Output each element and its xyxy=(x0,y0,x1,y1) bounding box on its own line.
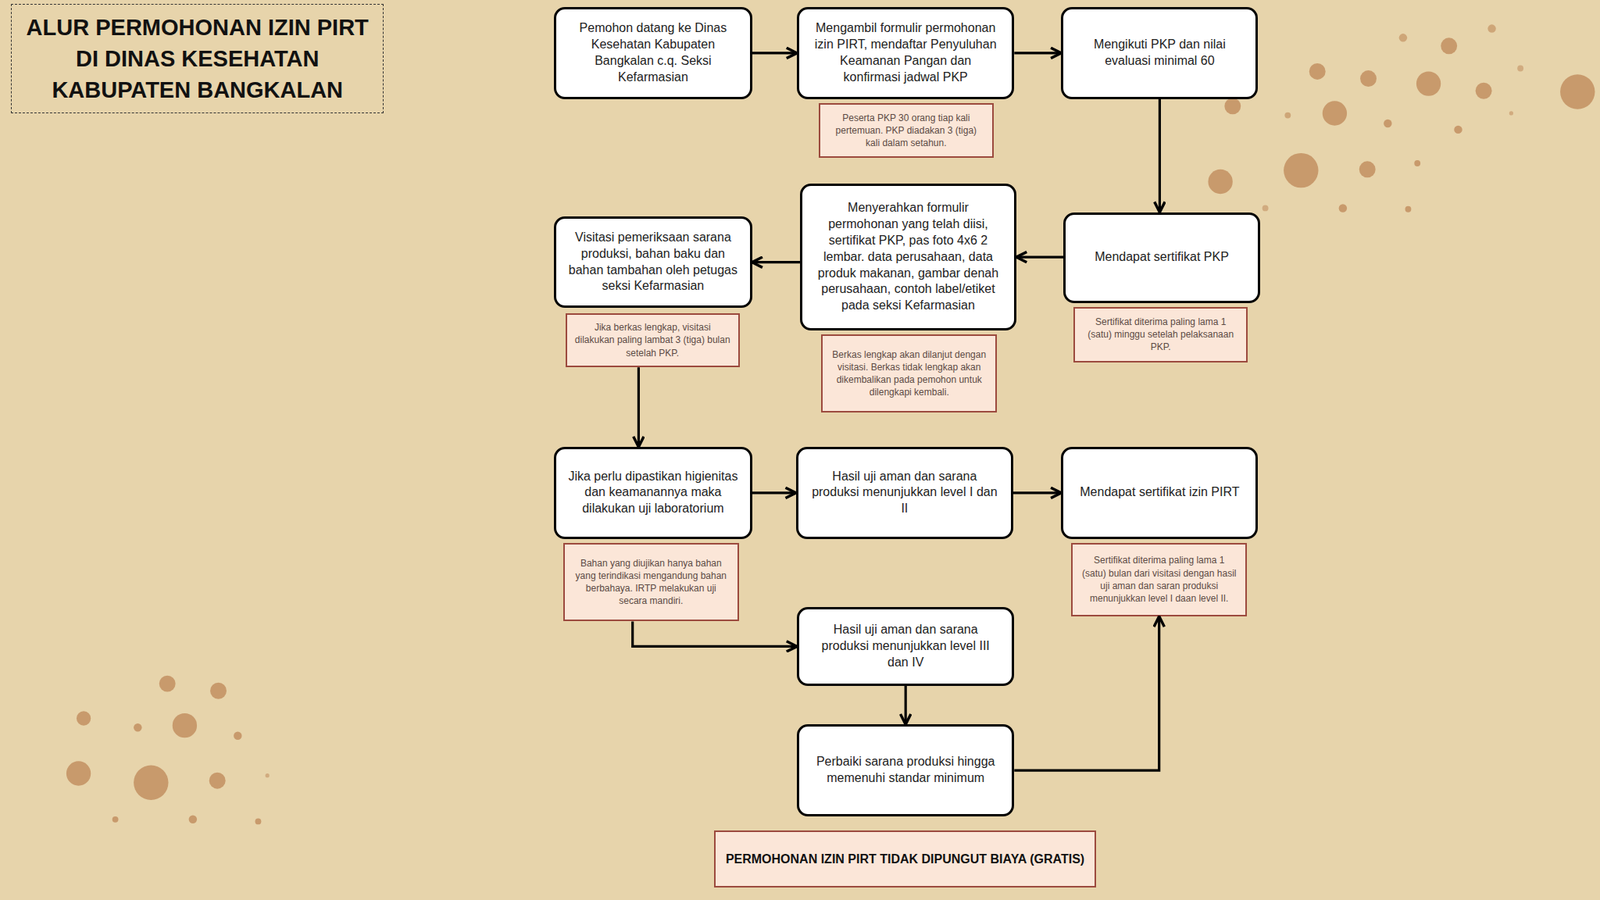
box-text: Visitasi pemeriksaan sarana produksi, ba… xyxy=(567,229,739,295)
footer-box: PERMOHONAN IZIN PIRT TIDAK DIPUNGUT BIAY… xyxy=(714,830,1096,888)
process-box: Hasil uji aman dan sarana produksi menun… xyxy=(796,607,1015,686)
note-text: Jika berkas lengkap, visitasi dilakukan … xyxy=(575,321,731,360)
box-text: Mengikuti PKP dan nilai evaluasi minimal… xyxy=(1074,36,1245,70)
box-text: Pemohon datang ke Dinas Kesehatan Kabupa… xyxy=(567,20,739,86)
note-box: Sertifikat diterima paling lama 1 (satu)… xyxy=(1073,307,1248,363)
flow-arrow xyxy=(637,367,640,447)
note-box: Peserta PKP 30 orang tiap kali pertemuan… xyxy=(818,103,995,159)
flow-arrow xyxy=(1014,51,1061,54)
process-box: Visitasi pemeriksaan sarana produksi, ba… xyxy=(553,216,752,309)
process-box: Hasil uji aman dan sarana produksi menun… xyxy=(796,446,1014,540)
note-box: Jika berkas lengkap, visitasi dilakukan … xyxy=(565,313,740,368)
box-text: Hasil uji aman dan sarana produksi menun… xyxy=(809,468,1000,518)
title-frame: ALUR PERMOHONAN IZIN PIRT DI DINAS KESEH… xyxy=(10,3,384,114)
note-text: Sertifikat diterima paling lama 1 (satu)… xyxy=(1080,553,1238,605)
flow-arrow xyxy=(752,51,798,54)
process-box: Perbaiki sarana produksi hingga memenuhi… xyxy=(796,724,1015,817)
note-text: Berkas lengkap akan dilanjut dengan visi… xyxy=(830,348,988,400)
box-text: Mendapat sertifikat izin PIRT xyxy=(1079,484,1240,501)
box-text: Mendapat sertifikat PKP xyxy=(1094,249,1229,266)
note-box: Sertifikat diterima paling lama 1 (satu)… xyxy=(1071,542,1247,617)
flow-arrow xyxy=(904,685,908,725)
process-box: Mengikuti PKP dan nilai evaluasi minimal… xyxy=(1060,7,1258,100)
box-text: Perbaiki sarana produksi hingga memenuhi… xyxy=(810,753,1001,787)
process-box: Mendapat sertifikat izin PIRT xyxy=(1060,446,1258,540)
flow-arrow xyxy=(1014,616,1159,771)
note-text: Peserta PKP 30 orang tiap kali pertemuan… xyxy=(828,111,986,150)
flow-arrow xyxy=(632,621,797,647)
process-box: Mendapat sertifikat PKP xyxy=(1063,212,1261,304)
flow-arrow xyxy=(1013,491,1061,494)
box-text: Hasil uji aman dan sarana produksi menun… xyxy=(810,621,1001,671)
flow-arrow xyxy=(1158,99,1161,213)
process-box: Pemohon datang ke Dinas Kesehatan Kabupa… xyxy=(553,7,752,100)
box-text: Mengambil formulir permohonan izin PIRT,… xyxy=(810,20,1001,86)
box-text: PERMOHONAN IZIN PIRT TIDAK DIPUNGUT BIAY… xyxy=(725,850,1085,868)
flow-arrow xyxy=(752,260,800,264)
flow-arrow xyxy=(752,491,797,494)
box-text: Jika perlu dipastikan higienitas dan kea… xyxy=(567,468,739,518)
note-text: Bahan yang diujikan hanya bahan yang ter… xyxy=(572,557,730,608)
note-text: Sertifikat diterima paling lama 1 (satu)… xyxy=(1082,315,1239,354)
process-box: Jika perlu dipastikan higienitas dan kea… xyxy=(553,446,752,540)
diagram-title: ALUR PERMOHONAN IZIN PIRT DI DINAS KESEH… xyxy=(17,11,378,106)
process-box: Menyerahkan formulir permohonan yang tel… xyxy=(800,183,1017,331)
note-box: Berkas lengkap akan dilanjut dengan visi… xyxy=(821,334,997,412)
flow-arrow xyxy=(1016,256,1064,259)
process-box: Mengambil formulir permohonan izin PIRT,… xyxy=(796,7,1015,100)
box-text: Menyerahkan formulir permohonan yang tel… xyxy=(813,200,1004,315)
note-box: Bahan yang diujikan hanya bahan yang ter… xyxy=(563,542,740,622)
